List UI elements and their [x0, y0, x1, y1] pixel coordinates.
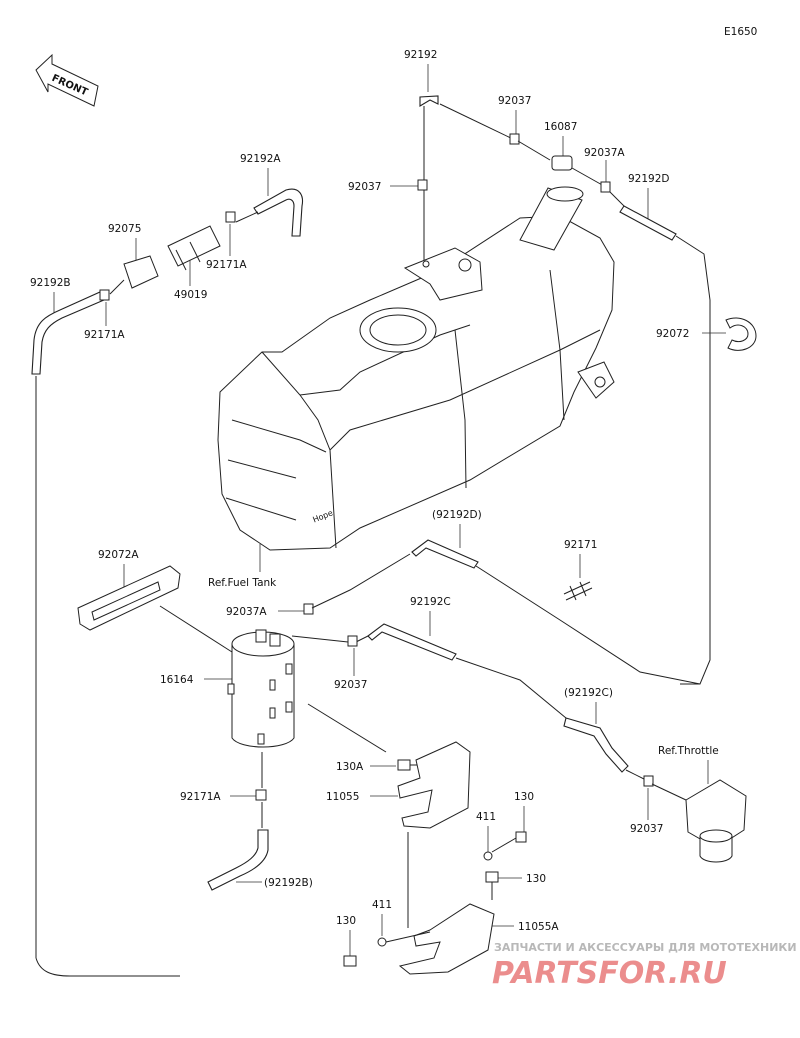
clamp-92037-left [417, 179, 428, 191]
bracket-92072A [77, 565, 181, 631]
label-130A: 130A [336, 761, 364, 773]
clamp-92037-bottom [643, 775, 654, 787]
label-11055: 11055 [326, 791, 359, 803]
label-49019: 49019 [174, 289, 207, 301]
label-92037-left: 92037 [348, 181, 381, 193]
bolt-130-right [515, 831, 527, 843]
label-92192A: 92192A [240, 153, 281, 165]
label-92171A-left: 92171A [84, 329, 125, 341]
clip-92072 [725, 317, 757, 351]
label-92192: 92192 [404, 49, 437, 61]
label-92192C-paren: (92192C) [564, 687, 613, 699]
label-92037-top: 92037 [498, 95, 531, 107]
label-92037-bottom: 92037 [630, 823, 663, 835]
bracket-92075 [123, 255, 159, 289]
bracket-11055 [397, 741, 471, 829]
watermark-brand: PARTSFOR.RU [492, 956, 727, 991]
label-92192B: 92192B [30, 277, 71, 289]
fuel-filter-16087 [551, 155, 573, 171]
label-411-upper: 411 [476, 811, 496, 823]
clip-92171 [563, 581, 593, 601]
filter-49019 [167, 225, 221, 267]
label-92171A-lower: 92171A [180, 791, 221, 803]
bolt-130-left [343, 955, 357, 967]
bolt-130-mid [485, 871, 499, 900]
clamp-92171A-left [99, 289, 110, 301]
watermark-tagline: ЗАПЧАСТИ И АКСЕССУАРЫ ДЛЯ МОТОТЕХНИКИ [494, 941, 797, 954]
washer-411-upper [483, 851, 493, 861]
label-92075: 92075 [108, 223, 141, 235]
front-arrow-icon: FRONT [35, 53, 99, 107]
clamp-92037-top [509, 133, 520, 145]
label-92072A: 92072A [98, 549, 139, 561]
washer-411-lower [377, 937, 387, 947]
clamp-92037-mid [347, 635, 358, 647]
label-92171: 92171 [564, 539, 597, 551]
label-92171A-upper: 92171A [206, 259, 247, 271]
clamp-92171A-lower [255, 789, 267, 801]
label-411-lower: 411 [372, 899, 392, 911]
throttle-body [685, 779, 747, 863]
fuel-tank: Hope [217, 186, 615, 551]
label-ref-throttle: Ref.Throttle [658, 745, 719, 757]
label-92037A-mid: 92037A [226, 606, 267, 618]
label-92192C: 92192C [410, 596, 451, 608]
clamp-92037A-mid [303, 603, 314, 615]
canister-16164 [227, 629, 295, 748]
label-92037-mid: 92037 [334, 679, 367, 691]
label-130-mid: 130 [526, 873, 546, 885]
label-ref-fuel-tank: Ref.Fuel Tank [208, 577, 277, 589]
label-92037A-top: 92037A [584, 147, 625, 159]
label-11055A: 11055A [518, 921, 559, 933]
clamp-92037A-top [600, 181, 611, 193]
label-92072: 92072 [656, 328, 689, 340]
label-92192B-paren: (92192B) [264, 877, 313, 889]
label-92192D-paren: (92192D) [432, 509, 482, 521]
diagram-code: E1650 [724, 26, 757, 38]
label-130-right: 130 [514, 791, 534, 803]
label-16087: 16087 [544, 121, 577, 133]
label-16164: 16164 [160, 674, 194, 686]
bracket-11055A [398, 903, 495, 975]
label-130-left: 130 [336, 915, 356, 927]
label-92192D: 92192D [628, 173, 670, 185]
clamp-92171A-upper [225, 211, 236, 223]
